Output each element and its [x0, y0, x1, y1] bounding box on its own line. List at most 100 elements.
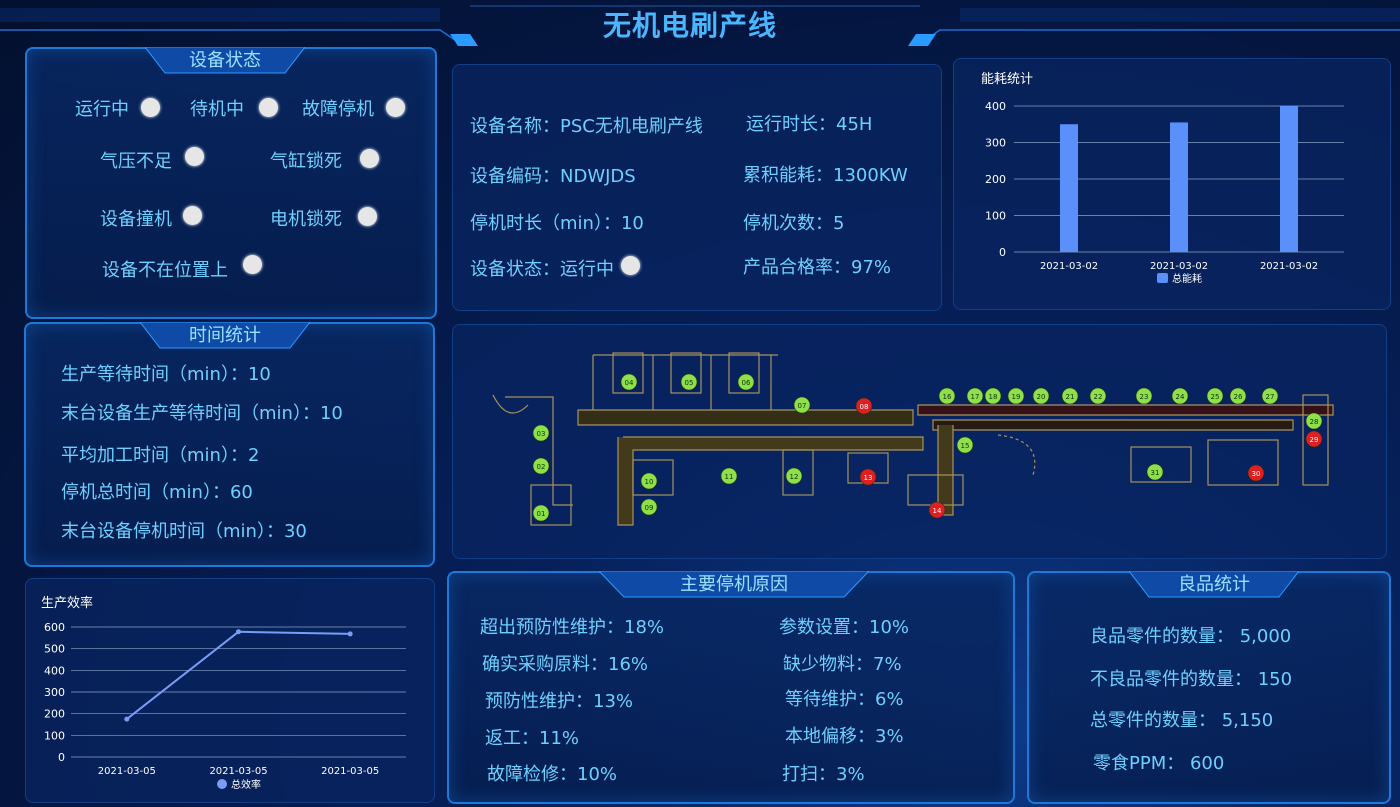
station-label: 24: [1176, 393, 1185, 401]
energy-chart-title: 能耗统计: [981, 72, 1034, 87]
energy-ytick-label: 0: [999, 246, 1006, 259]
station-marker[interactable]: [737, 373, 755, 391]
energy-xtick-label: 2021-03-02: [1150, 261, 1208, 272]
station-marker[interactable]: [1247, 464, 1265, 482]
stop-reasons-panel: 主要停机原因 超出预防性维护：18% 确实采购原料：16% 预防性维护：13% …: [447, 571, 1015, 804]
station-marker[interactable]: [640, 472, 658, 490]
station-label: 09: [645, 504, 654, 512]
station-label: 23: [1140, 393, 1149, 401]
station-marker[interactable]: [956, 436, 974, 454]
station-marker[interactable]: [938, 387, 956, 405]
stop-reasons-tab: 主要停机原因: [599, 571, 869, 599]
station-marker[interactable]: [1061, 387, 1079, 405]
device-code: 设备编码：NDWJDS: [470, 166, 636, 187]
station-label: 15: [961, 442, 970, 450]
station-label: 04: [625, 379, 634, 387]
station-marker[interactable]: [532, 504, 550, 522]
energy-bar: [1280, 106, 1298, 252]
time-stats-panel: 时间统计 生产等待时间（min）：10 末台设备生产等待时间（min）：10 平…: [24, 322, 435, 567]
good-stats-tab-label: 良品统计: [1178, 574, 1250, 594]
pass-rate: 产品合格率：97%: [743, 257, 892, 278]
station-marker[interactable]: [1146, 463, 1164, 481]
energy-xtick-label: 2021-03-02: [1260, 261, 1318, 272]
station-marker[interactable]: [966, 387, 984, 405]
status-label-standby: 待机中: [190, 99, 244, 120]
status-indicator-collision: [183, 206, 202, 225]
station-marker[interactable]: [785, 467, 803, 485]
efficiency-ytick-label: 500: [44, 643, 65, 656]
status-indicator-out-of-position: [243, 255, 262, 274]
station-marker[interactable]: [859, 468, 877, 486]
stop-count: 停机次数：5: [743, 213, 845, 234]
station-marker[interactable]: [793, 396, 811, 414]
title-bar: 无机电刷产线: [0, 0, 1400, 51]
station-marker[interactable]: [1229, 387, 1247, 405]
station-marker[interactable]: [640, 498, 658, 516]
status-label-fault-stop: 故障停机: [302, 99, 374, 120]
station-label: 07: [798, 402, 807, 410]
reason-over-maintenance: 超出预防性维护：18%: [480, 617, 665, 638]
last-device-wait-time: 末台设备生产等待时间（min）：10: [61, 403, 343, 424]
total-parts-count: 总零件的数量： 5,150: [1090, 710, 1274, 731]
last-device-stop-time: 末台设备停机时间（min）：30: [61, 521, 307, 542]
station-label: 16: [943, 393, 952, 401]
station-marker[interactable]: [1261, 387, 1279, 405]
station-label: 19: [1012, 393, 1021, 401]
efficiency-point: [124, 716, 130, 722]
station-marker[interactable]: [1171, 387, 1189, 405]
energy-bar: [1170, 122, 1188, 252]
station-marker[interactable]: [1007, 387, 1025, 405]
energy-ytick-label: 100: [985, 210, 1006, 223]
station-label: 20: [1037, 393, 1046, 401]
station-label: 05: [685, 379, 694, 387]
station-marker[interactable]: [1089, 387, 1107, 405]
station-marker[interactable]: [680, 373, 698, 391]
station-marker[interactable]: [1135, 387, 1153, 405]
efficiency-xtick-label: 2021-03-05: [321, 766, 379, 777]
station-marker[interactable]: [1305, 412, 1323, 430]
title-decoration: [0, 5, 1400, 51]
efficiency-legend-label: 总效率: [231, 778, 261, 791]
status-indicator-motor-lock: [358, 207, 377, 226]
station-label: 13: [864, 474, 873, 482]
station-marker[interactable]: [532, 457, 550, 475]
station-label: 26: [1234, 393, 1243, 401]
efficiency-ytick-label: 400: [44, 664, 65, 677]
station-label: 14: [933, 507, 942, 515]
energy-legend-label: 总能耗: [1172, 272, 1202, 285]
device-state: 设备状态：运行中: [470, 259, 614, 280]
station-marker[interactable]: [720, 467, 738, 485]
station-marker[interactable]: [532, 424, 550, 442]
efficiency-chart-title: 生产效率: [41, 596, 94, 611]
energy-bar: [1060, 124, 1078, 252]
station-marker[interactable]: [620, 373, 638, 391]
status-label-cylinder-lock: 气缸锁死: [270, 151, 342, 172]
status-label-collision: 设备撞机: [100, 209, 172, 230]
reason-missing-material: 缺少物料：7%: [783, 654, 902, 675]
station-marker[interactable]: [855, 397, 873, 415]
station-marker[interactable]: [1206, 387, 1224, 405]
station-label: 17: [971, 393, 980, 401]
ppm-value: 零食PPM： 600: [1093, 753, 1225, 774]
reason-preventive-maintenance: 预防性维护：13%: [485, 691, 634, 712]
reason-cleaning: 打扫：3%: [782, 764, 865, 785]
device-status-tab-label: 设备状态: [189, 50, 261, 70]
status-indicator-standby: [259, 98, 278, 117]
efficiency-ytick-label: 100: [44, 729, 65, 742]
efficiency-point: [236, 629, 241, 635]
station-label: 11: [725, 473, 734, 481]
station-label: 27: [1266, 393, 1275, 401]
station-label: 06: [742, 379, 751, 387]
station-marker[interactable]: [1032, 387, 1050, 405]
station-marker[interactable]: [1305, 430, 1323, 448]
status-label-low-pressure: 气压不足: [100, 151, 172, 172]
efficiency-legend-swatch: [217, 779, 227, 789]
station-marker[interactable]: [928, 501, 946, 519]
station-marker[interactable]: [984, 387, 1002, 405]
total-stop-time: 停机总时间（min）：60: [61, 482, 253, 503]
production-wait-time: 生产等待时间（min）：10: [61, 364, 271, 385]
